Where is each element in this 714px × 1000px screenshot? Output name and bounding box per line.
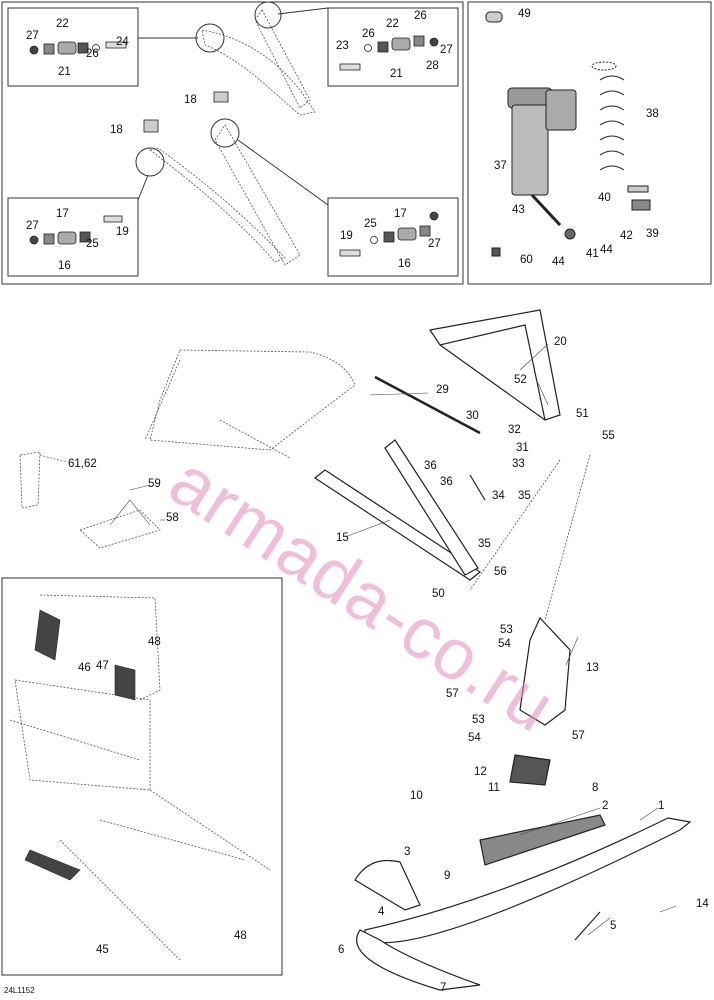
hardware-box-upper-right [327, 7, 459, 87]
callout-46: 46 [78, 662, 91, 674]
callout-18: 18 [110, 124, 123, 136]
callout-51: 51 [576, 408, 589, 420]
callout-17: 17 [394, 208, 407, 220]
callout-44: 44 [552, 256, 565, 268]
callout-13: 13 [586, 662, 599, 674]
callout-23: 23 [336, 40, 349, 52]
callout-44: 44 [600, 244, 613, 256]
callout-27: 27 [428, 238, 441, 250]
upper-a-arm-top [149, 9, 316, 266]
callout-36: 36 [440, 476, 453, 488]
hardware-box-lower-right [327, 197, 459, 277]
callout-11: 11 [488, 782, 500, 794]
callout-54: 54 [498, 638, 511, 650]
frame-box [1, 577, 283, 976]
shock-absorber [485, 11, 651, 257]
callout-18: 18 [184, 94, 197, 106]
callout-8: 8 [592, 782, 599, 794]
callout-21: 21 [58, 66, 71, 78]
callout-31: 31 [516, 442, 529, 454]
callout-20: 20 [554, 336, 567, 348]
callout-26: 26 [414, 10, 427, 22]
callout-25: 25 [86, 238, 99, 250]
callout-49: 49 [518, 8, 531, 20]
callout-43: 43 [512, 204, 525, 216]
callout-16: 16 [398, 258, 411, 270]
callout-19: 19 [116, 226, 129, 238]
callout-42: 42 [620, 230, 633, 242]
callout-33: 33 [512, 458, 525, 470]
callout-27: 27 [26, 30, 39, 42]
callout-25: 25 [364, 218, 377, 230]
callout-10: 10 [410, 790, 423, 802]
diagram-code: 24L1152 [4, 986, 35, 995]
callout-30: 30 [466, 410, 479, 422]
callout-2: 2 [602, 800, 609, 812]
callout-61-62: 61,62 [68, 458, 97, 470]
callout-15: 15 [336, 532, 349, 544]
callout-41: 41 [586, 248, 599, 260]
callout-55: 55 [602, 430, 615, 442]
callout-53: 53 [472, 714, 485, 726]
callout-35: 35 [518, 490, 531, 502]
callout-47: 47 [96, 660, 109, 672]
callout-27: 27 [26, 220, 39, 232]
callout-6: 6 [338, 944, 345, 956]
callout-14: 14 [696, 898, 709, 910]
callout-32: 32 [508, 424, 521, 436]
callout-5: 5 [610, 920, 617, 932]
callout-22: 22 [386, 18, 399, 30]
main-a-arms [313, 309, 561, 581]
callout-50: 50 [432, 588, 445, 600]
callout-38: 38 [646, 108, 659, 120]
callout-9: 9 [444, 870, 451, 882]
callout-59: 59 [148, 478, 161, 490]
callout-36: 36 [424, 460, 437, 472]
callout-54: 54 [468, 732, 481, 744]
callout-48: 48 [148, 636, 161, 648]
callout-40: 40 [598, 192, 611, 204]
callout-60: 60 [520, 254, 533, 266]
callout-3: 3 [404, 846, 411, 858]
callout-56: 56 [494, 566, 507, 578]
callout-57: 57 [572, 730, 585, 742]
callout-16: 16 [58, 260, 71, 272]
callout-26: 26 [362, 28, 375, 40]
callout-48: 48 [234, 930, 247, 942]
callout-34: 34 [492, 490, 505, 502]
callout-29: 29 [436, 384, 449, 396]
lower-frame-outline [9, 594, 271, 961]
callout-58: 58 [166, 512, 179, 524]
hardware-box-upper-left [7, 7, 139, 87]
spindle-and-ski [354, 616, 692, 991]
shock-box [467, 1, 712, 285]
callout-35: 35 [478, 538, 491, 550]
upper-a-arm-box [1, 1, 464, 285]
callout-22: 22 [56, 18, 69, 30]
callout-53: 53 [500, 624, 513, 636]
callout-28: 28 [426, 60, 439, 72]
callout-37: 37 [494, 160, 507, 172]
callout-4: 4 [378, 906, 385, 918]
callout-45: 45 [96, 944, 109, 956]
callout-57: 57 [446, 688, 459, 700]
main-frame-outline [19, 349, 591, 621]
callout-17: 17 [56, 208, 69, 220]
hardware-box-lower-left [7, 197, 139, 277]
callout-19: 19 [340, 230, 353, 242]
callout-21: 21 [390, 68, 403, 80]
callout-7: 7 [440, 982, 447, 994]
callout-52: 52 [514, 374, 527, 386]
callout-1: 1 [658, 800, 665, 812]
callout-12: 12 [474, 766, 487, 778]
callout-26: 26 [86, 48, 99, 60]
callout-39: 39 [646, 228, 659, 240]
callout-24: 24 [116, 36, 129, 48]
leader-lines [39, 343, 677, 936]
callout-27: 27 [440, 44, 453, 56]
